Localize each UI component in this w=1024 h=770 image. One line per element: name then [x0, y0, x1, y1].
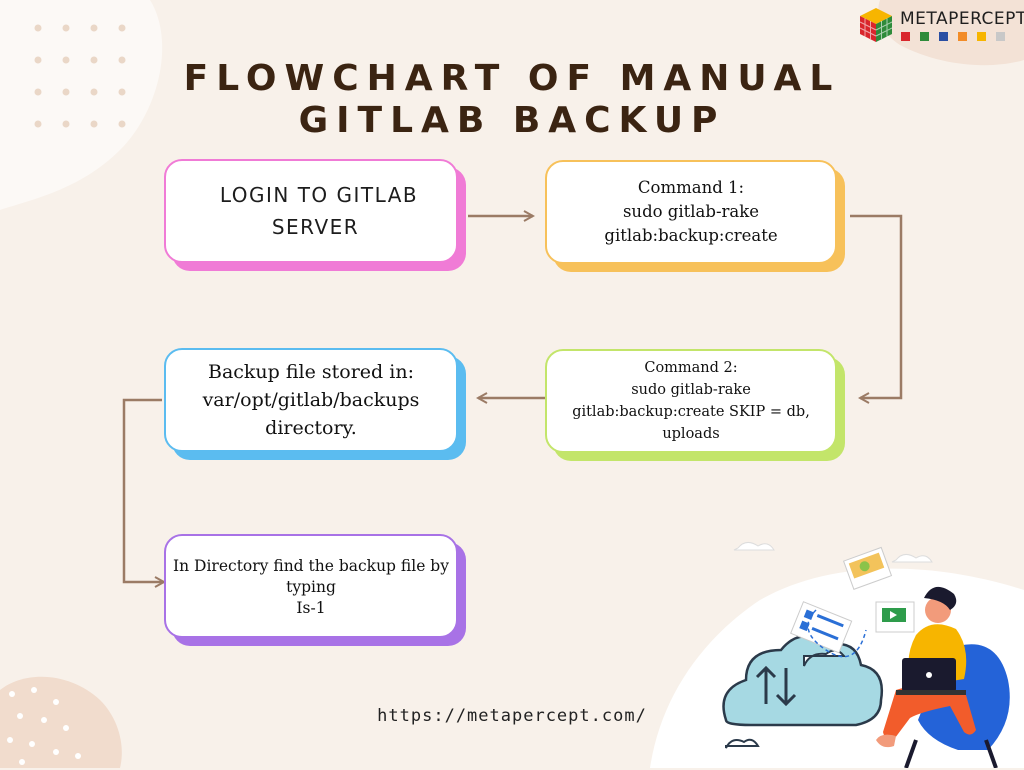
- node-command1-line1: Command 1:: [637, 178, 745, 197]
- title-line-2: GITLAB BACKUP: [298, 100, 726, 141]
- node-find-line1: In Directory find the backup file by: [173, 557, 449, 575]
- logo-square: [939, 32, 948, 41]
- person-with-laptop-cloud-illustration: [722, 542, 1010, 768]
- node-command1-line3: gitlab:backup:create: [604, 226, 778, 245]
- node-backup-file-stored: Backup file stored in: var/opt/gitlab/ba…: [164, 348, 458, 452]
- node-login-to-gitlab-server: LOGIN TO GITLAB SERVER: [164, 159, 458, 263]
- logo-square: [901, 32, 910, 41]
- logo-name: METAPERCEPT: [900, 9, 1024, 29]
- node-stored-line3: directory.: [265, 417, 357, 439]
- logo-square: [996, 32, 1005, 41]
- logo-square: [958, 32, 967, 41]
- arrow-command1-to-command2: [850, 214, 903, 398]
- node-command2-line2: sudo gitlab-rake: [631, 382, 751, 398]
- website-url: https://metapercept.com/: [377, 706, 647, 726]
- node-command2-line4: uploads: [662, 426, 720, 442]
- logo-square: [977, 32, 986, 41]
- node-command-2: Command 2: sudo gitlab-rake gitlab:backu…: [545, 349, 837, 453]
- logo-color-squares: [901, 32, 1005, 41]
- node-command2-line3: gitlab:backup:create SKIP = db,: [572, 404, 810, 420]
- arrow-stored-to-find: [122, 398, 164, 582]
- node-command2-line1: Command 2:: [644, 360, 738, 376]
- decorative-dots-bottom: [7, 687, 81, 765]
- cube-logo-icon: [859, 8, 893, 42]
- node-stored-line2: var/opt/gitlab/backups: [202, 389, 420, 411]
- node-command-1: Command 1: sudo gitlab-rake gitlab:backu…: [545, 160, 837, 264]
- node-login-line2: SERVER: [271, 215, 360, 239]
- page-title: FLOWCHART OF MANUAL GITLAB BACKUP: [0, 58, 1024, 142]
- title-line-1: FLOWCHART OF MANUAL: [183, 58, 841, 99]
- decorative-dots: [34, 24, 126, 128]
- logo-square: [920, 32, 929, 41]
- node-login-line1: LOGIN TO GITLAB: [219, 183, 419, 207]
- node-find-line3: Is-1: [296, 599, 326, 617]
- node-find-backup-file: In Directory find the backup file by typ…: [164, 534, 458, 638]
- metapercept-logo: METAPERCEPT: [858, 6, 1024, 48]
- node-find-line2: typing: [286, 578, 336, 596]
- node-stored-line1: Backup file stored in:: [207, 361, 414, 383]
- node-command1-line2: sudo gitlab-rake: [622, 202, 760, 221]
